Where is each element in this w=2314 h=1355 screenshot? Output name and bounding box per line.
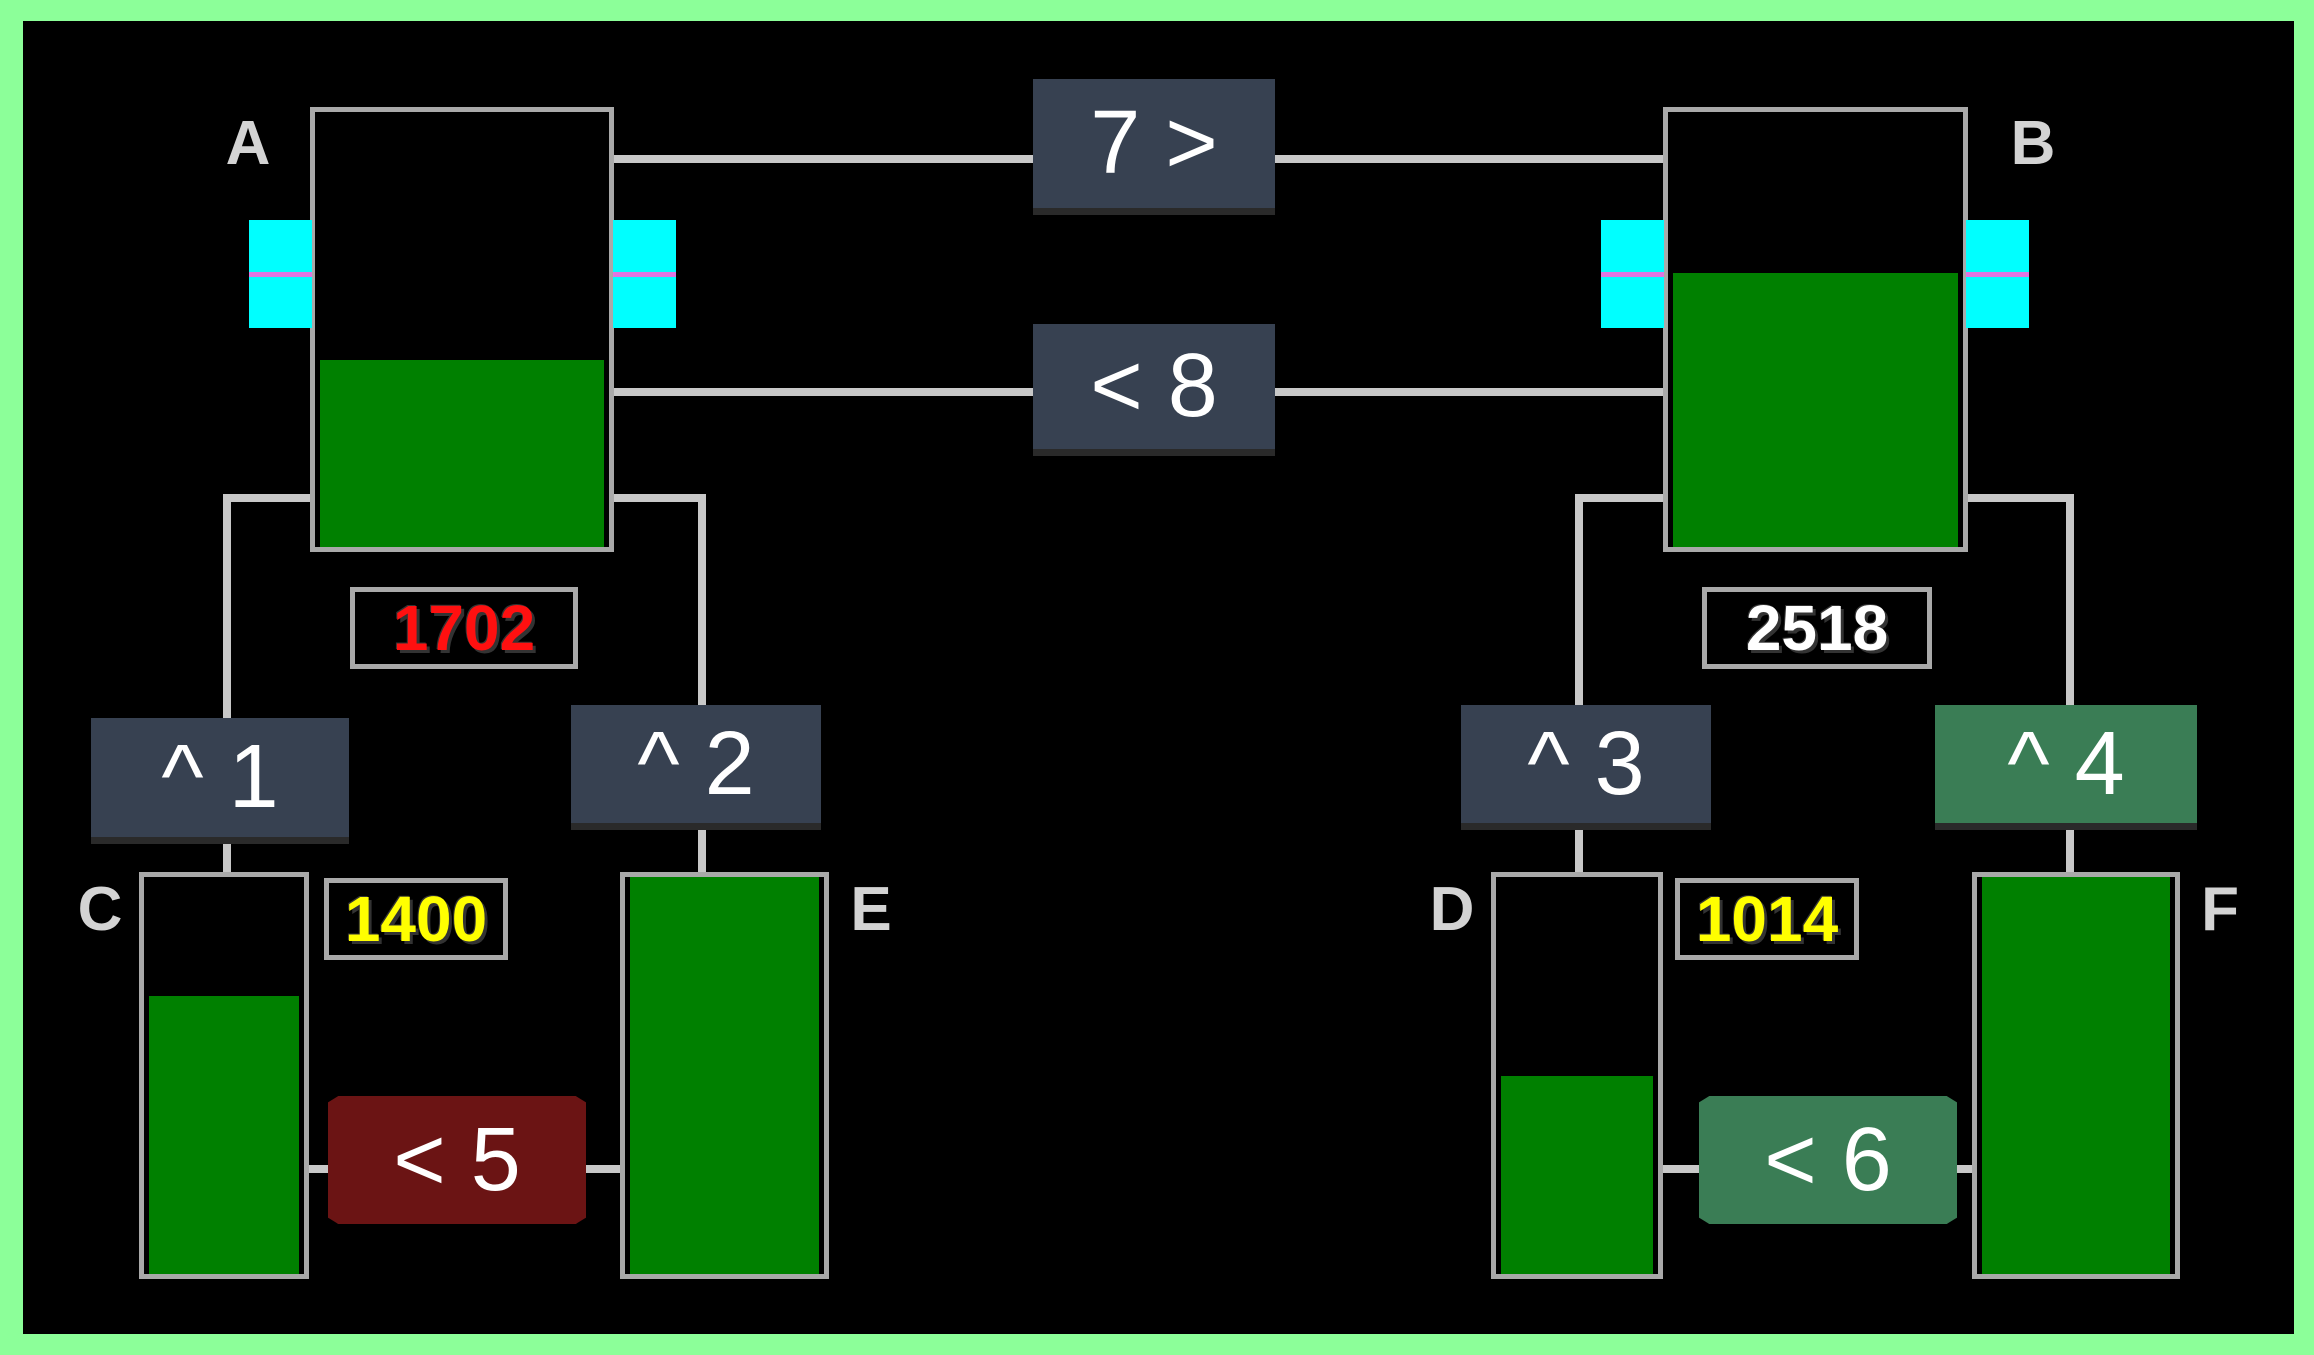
valve-8-button[interactable]: < 8 bbox=[1033, 324, 1275, 449]
tank-c-label: C bbox=[77, 875, 123, 944]
valve-7-button[interactable]: 7 > bbox=[1033, 79, 1275, 208]
valve-1-button[interactable]: ^ 1 bbox=[91, 718, 349, 837]
tank-d-label: D bbox=[1429, 875, 1475, 944]
pipe-b-f-horizontal bbox=[1965, 494, 2074, 502]
tank-c[interactable] bbox=[139, 872, 309, 1279]
tank-a-label: A bbox=[225, 109, 271, 178]
pipe-a-c-vertical bbox=[223, 494, 231, 901]
tank-b-water bbox=[1673, 272, 1958, 547]
tank-f-label: F bbox=[2201, 875, 2239, 944]
tank-a[interactable] bbox=[310, 107, 614, 552]
tank-b-counter: 2518 bbox=[1702, 587, 1932, 669]
pipe-b-d-vertical bbox=[1575, 494, 1583, 901]
tank-e-water bbox=[630, 877, 819, 1274]
tank-e[interactable] bbox=[620, 872, 829, 1279]
level-sensor-icon bbox=[1966, 220, 2029, 328]
valve-4-button[interactable]: ^ 4 bbox=[1935, 705, 2197, 823]
tank-a-water bbox=[320, 359, 604, 547]
pipe-a-e-horizontal bbox=[611, 494, 706, 502]
valve-2-button[interactable]: ^ 2 bbox=[571, 705, 821, 823]
valve-5-button[interactable]: < 5 bbox=[328, 1096, 586, 1224]
tank-d-counter: 1014 bbox=[1675, 878, 1859, 960]
pipe-a-c-horizontal bbox=[223, 494, 337, 502]
tank-f[interactable] bbox=[1972, 872, 2180, 1279]
pipe-b-f-vertical bbox=[2066, 494, 2074, 901]
valve-3-button[interactable]: ^ 3 bbox=[1461, 705, 1711, 823]
valve-6-button[interactable]: < 6 bbox=[1699, 1096, 1957, 1224]
tank-b-label: B bbox=[2010, 109, 2056, 178]
tank-f-water bbox=[1982, 877, 2170, 1274]
tank-b[interactable] bbox=[1663, 107, 1968, 552]
tank-d[interactable] bbox=[1491, 872, 1663, 1279]
tank-c-counter: 1400 bbox=[324, 878, 508, 960]
game-board: A B C E D F 1702 2518 1400 1014 7 > < 8 … bbox=[23, 21, 2294, 1334]
tank-e-label: E bbox=[850, 875, 892, 944]
level-sensor-icon bbox=[249, 220, 312, 328]
level-sensor-icon bbox=[1601, 220, 1664, 328]
tank-c-water bbox=[149, 996, 299, 1274]
pipe-b-d-horizontal bbox=[1575, 494, 1691, 502]
tank-d-water bbox=[1501, 1075, 1653, 1274]
level-sensor-icon bbox=[613, 220, 676, 328]
tank-a-counter: 1702 bbox=[350, 587, 578, 669]
pipe-a-e-vertical bbox=[698, 494, 706, 901]
